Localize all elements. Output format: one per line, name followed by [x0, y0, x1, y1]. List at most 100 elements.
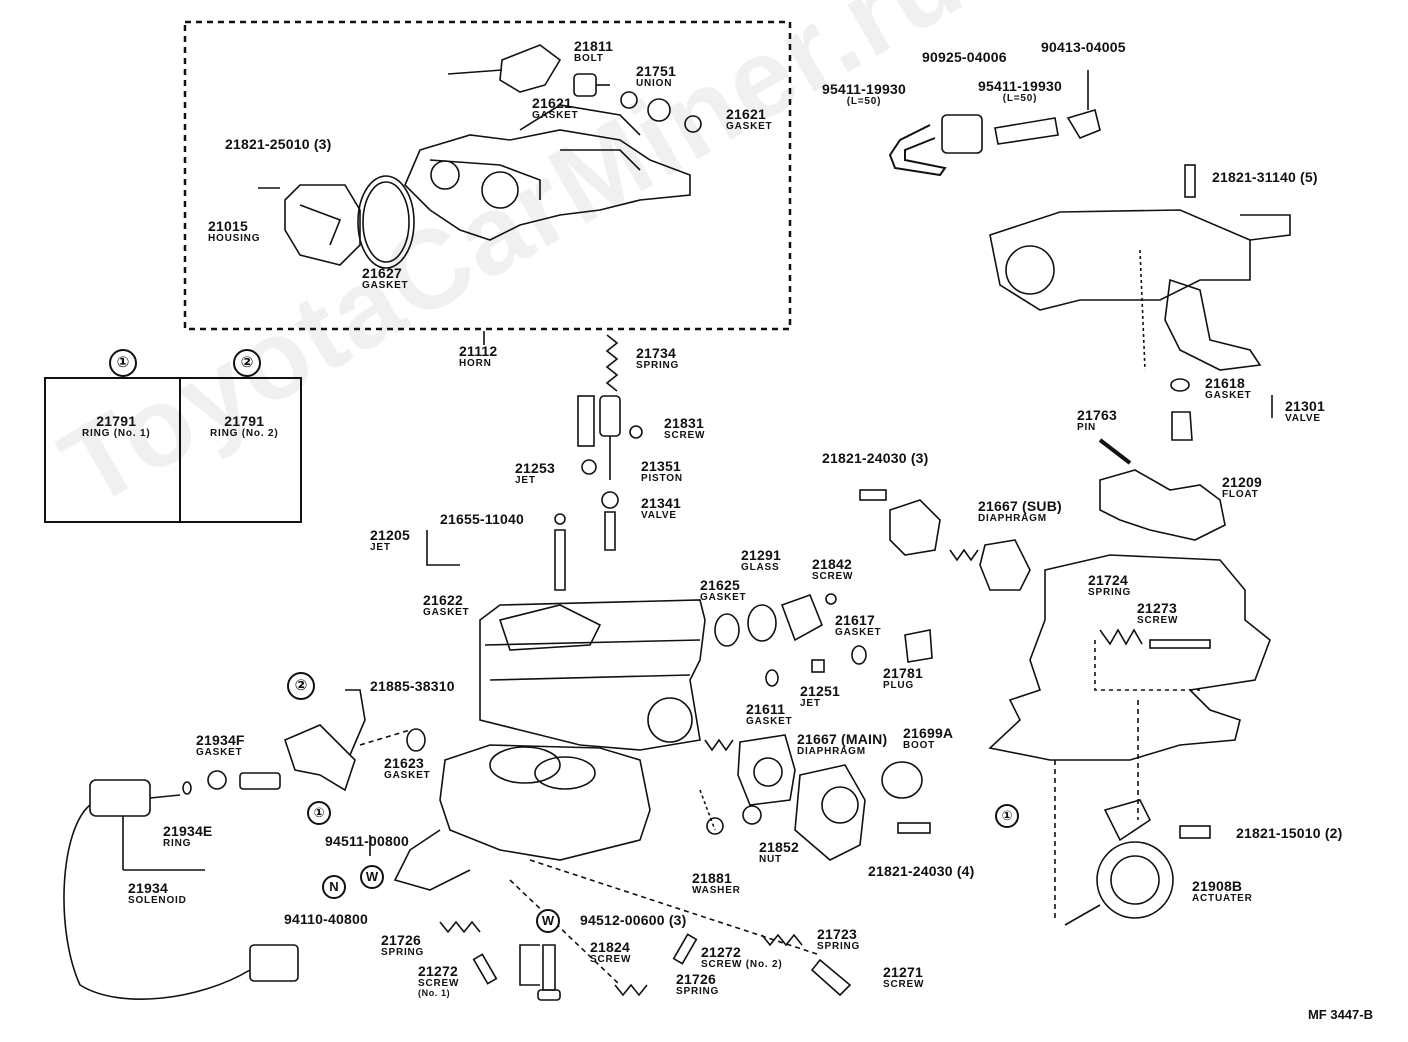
plug-21934F: [239, 772, 281, 790]
housing-21667main: [794, 764, 866, 861]
gasket-21618: [1170, 378, 1190, 392]
screw-21273: [1149, 639, 1211, 649]
screw-21824: [542, 944, 556, 991]
jet-21251: [811, 659, 825, 673]
spring-21726a: [439, 920, 481, 934]
air-horn-cover: [989, 209, 1291, 371]
screw-21272b: [672, 933, 698, 965]
spring-21667: [704, 738, 734, 752]
label-21885: 21885-38310: [370, 678, 455, 694]
actuater-21908B: [1064, 799, 1174, 926]
screw-21831: [629, 425, 643, 439]
label-94110: 94110-40800: [284, 911, 368, 927]
screw-21271: [810, 958, 852, 997]
housing-21015: [284, 184, 361, 266]
label-94511: 94511-00800: [325, 833, 409, 849]
piston-21351: [577, 395, 595, 447]
cover-21291: [780, 593, 824, 642]
filter-90925: [941, 114, 983, 154]
ring-inset-panel: [44, 377, 302, 523]
screw-21821-31140: [1184, 164, 1196, 198]
valve-90413: [1066, 108, 1101, 139]
horn-body: [404, 104, 691, 241]
boot-21699A: [881, 761, 923, 799]
gasket-21627: [357, 175, 415, 269]
solenoid-21934: [63, 779, 299, 1000]
ring-21934F: [207, 770, 227, 790]
label-95411a: 95411-19930(L=50): [822, 81, 906, 107]
spring-21667sub: [949, 548, 979, 562]
nut-21852: [742, 805, 762, 825]
union-21751: [647, 98, 671, 122]
gasket-21621b: [684, 115, 702, 133]
label-90413: 90413-04005: [1041, 39, 1126, 55]
jet-21205: [554, 529, 566, 591]
diaphragm-21667main: [737, 734, 796, 806]
gasket-21621a: [620, 91, 638, 109]
label-21655: 21655-11040: [440, 511, 524, 527]
bracket: [284, 724, 356, 792]
callout-1-inset: ①: [109, 349, 137, 377]
diaphragm-21667sub: [979, 539, 1031, 591]
callout-2-lever: ②: [287, 672, 315, 700]
gasket-21623: [406, 728, 426, 752]
plug-21781: [904, 629, 933, 663]
throttle-body: [393, 744, 651, 891]
bolt-21811: [573, 73, 597, 97]
lever-21885: [345, 689, 366, 756]
label-21821-25010: 21821-25010 (3): [225, 136, 332, 152]
callout-W-b: W: [536, 909, 560, 933]
washer-21881: [706, 817, 724, 835]
jet-21655: [554, 513, 566, 525]
cover-21667sub-3: [889, 499, 941, 556]
label-90925: 90925-04006: [922, 49, 1007, 65]
label-95411b: 95411-19930(L=50): [978, 78, 1062, 104]
main-body-center: [479, 599, 706, 751]
pin-21763: [1098, 438, 1132, 465]
horn-plate: [447, 44, 562, 93]
screw-21272a: [472, 953, 498, 985]
valve-21301: [1171, 411, 1193, 441]
inset-divider: [179, 379, 181, 521]
spring-21723: [761, 933, 803, 947]
gasket-21625: [714, 613, 740, 647]
screw-21821-24030-4: [897, 822, 931, 834]
jet-21253: [581, 459, 597, 475]
hose-95411b: [994, 117, 1059, 145]
spring-21724: [1099, 628, 1143, 646]
float-21209: [1099, 469, 1226, 541]
